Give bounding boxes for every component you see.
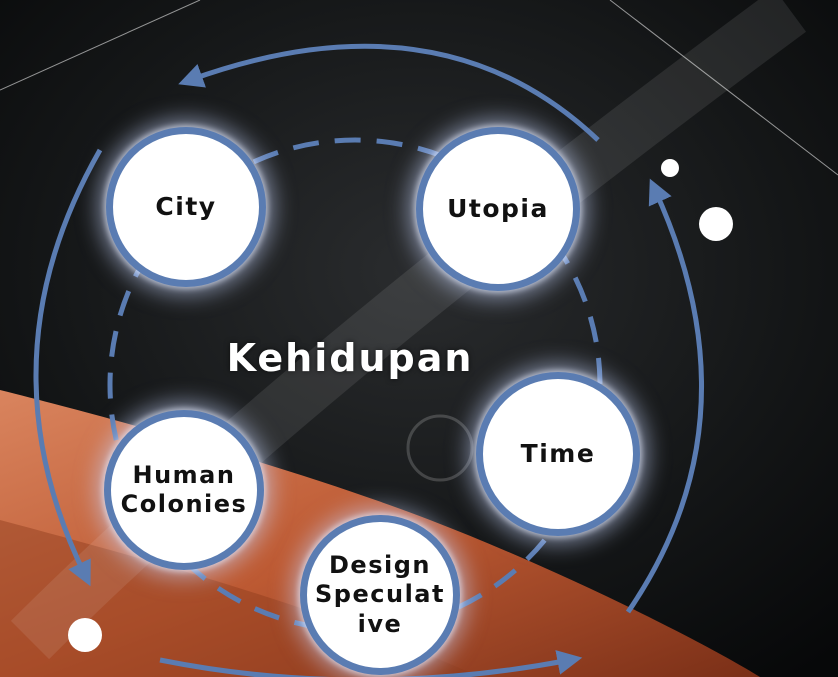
- star-dot-bottom: [68, 618, 102, 652]
- node-label-city: City: [155, 191, 217, 221]
- faint-ring: [406, 414, 474, 482]
- node-city: City: [106, 127, 266, 287]
- node-human-colonies: Human Colonies: [104, 410, 264, 570]
- decor-line-left: [0, 0, 201, 91]
- node-label-time: Time: [520, 438, 596, 468]
- outer-arrow-bottom: [159, 650, 583, 677]
- star-dot-small: [661, 159, 679, 177]
- decor-line-right: [609, 0, 838, 176]
- outer-arrow-top: [178, 43, 600, 142]
- star-dot-large: [699, 207, 733, 241]
- outer-arrow-left: [33, 148, 103, 587]
- node-design-speculative: Design Speculat ive: [300, 515, 460, 675]
- node-label-utopia: Utopia: [447, 193, 549, 223]
- node-time: Time: [476, 372, 640, 536]
- outer-arrow-right: [625, 178, 704, 614]
- node-utopia: Utopia: [416, 127, 580, 291]
- node-label-design-speculative: Design Speculat ive: [315, 551, 445, 638]
- node-label-human-colonies: Human Colonies: [120, 460, 248, 518]
- center-label: Kehidupan: [226, 336, 474, 380]
